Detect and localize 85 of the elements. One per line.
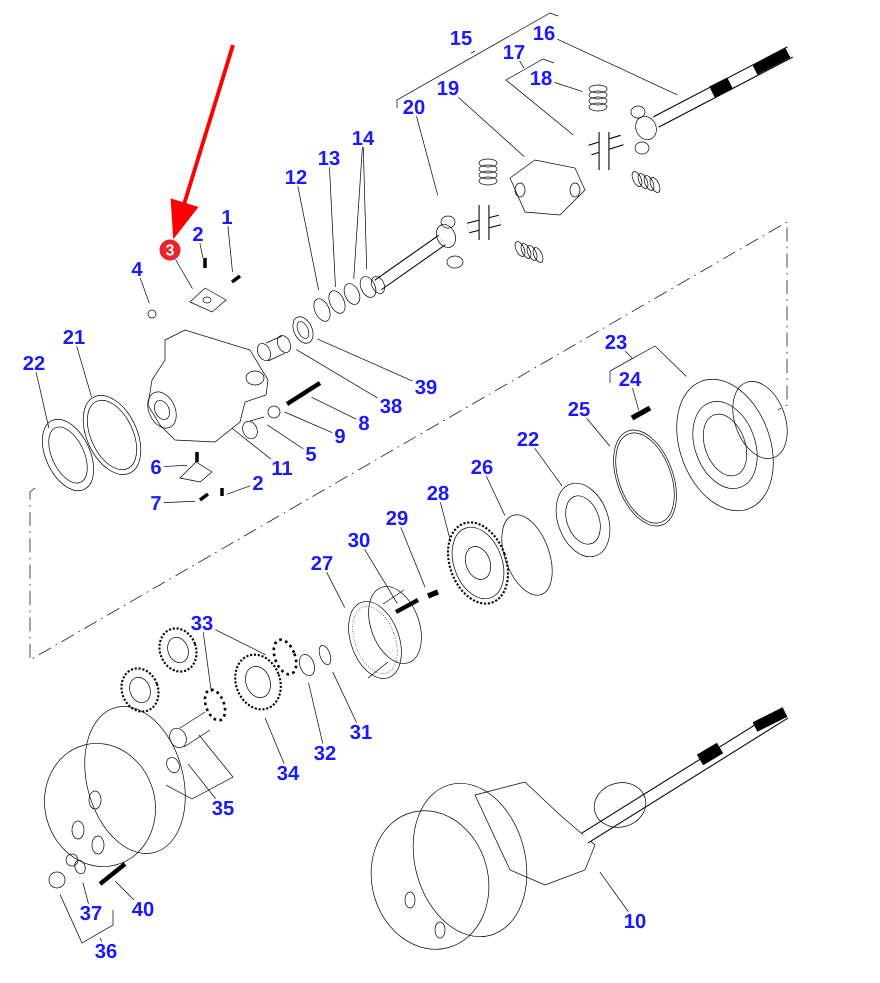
callout-number: 38	[380, 398, 402, 414]
leader-line	[486, 476, 506, 516]
callout-number: 28	[427, 486, 449, 500]
leader-line	[458, 96, 525, 157]
leader-line	[188, 764, 216, 800]
leader-line	[586, 418, 610, 446]
leader-line	[610, 346, 687, 384]
leader-line	[60, 894, 114, 944]
callout-number: 30	[348, 532, 370, 548]
leader-line	[317, 338, 414, 382]
callout-number: 24	[619, 372, 642, 386]
leader-line	[308, 682, 324, 744]
callout-badge: 3	[160, 240, 180, 260]
leader-line	[505, 58, 574, 136]
leader-line	[364, 548, 398, 604]
callout-number: 1	[222, 210, 232, 224]
leader-line	[400, 526, 426, 588]
leader-line	[163, 464, 188, 467]
callout-number: 22	[23, 356, 44, 370]
callout-number: 2	[193, 226, 203, 242]
callout-number: 14	[353, 131, 374, 145]
callout-number: 2	[253, 476, 263, 490]
leader-line	[416, 116, 438, 196]
callout-number: 5	[306, 446, 316, 462]
leader-line	[232, 428, 271, 460]
leader-line	[326, 572, 346, 608]
callout-number: 21	[63, 330, 85, 344]
leader-line	[200, 242, 204, 258]
leader-line	[632, 388, 640, 411]
callout-number: 9	[335, 428, 345, 444]
leader-line	[353, 146, 363, 280]
callout-number: 6	[151, 460, 161, 474]
leader-line	[115, 881, 134, 900]
callout-number: 13	[319, 150, 340, 166]
leader-line	[440, 502, 452, 543]
callout-number: 36	[95, 944, 116, 958]
callout-number: 10	[625, 914, 646, 928]
leader-line	[264, 717, 284, 764]
leader-line	[266, 424, 304, 450]
callout-number: 17	[504, 45, 524, 59]
leader-line	[534, 448, 562, 486]
leader-line	[202, 632, 212, 692]
callout-number: 32	[314, 746, 336, 760]
leader-line	[297, 186, 320, 291]
callout-number: 8	[359, 416, 369, 430]
callout-number: 23	[605, 334, 626, 350]
leader-line	[175, 259, 193, 290]
leader-line	[284, 412, 333, 433]
callout-number: 35	[212, 800, 234, 816]
callout-number: 27	[311, 556, 332, 570]
callout-number: 12	[286, 170, 306, 184]
leader-line	[554, 82, 583, 92]
leader-line	[311, 396, 357, 420]
leader-line	[296, 349, 378, 398]
callout-number: 20	[403, 100, 424, 114]
callout-number: 11	[272, 461, 292, 475]
callout-number: 19	[438, 80, 458, 96]
callout-number: 15	[451, 30, 472, 46]
callout-number: 22	[517, 432, 538, 446]
leader-line	[228, 226, 233, 272]
callout-number: 37	[80, 906, 102, 920]
leader-line	[215, 629, 266, 656]
leader-line	[557, 38, 678, 96]
callout-number: 31	[350, 724, 372, 740]
leader-line	[76, 346, 92, 398]
callout-number: 18	[531, 70, 552, 86]
leader-line	[226, 485, 251, 495]
callout-number: 39	[415, 380, 436, 394]
leader-line	[36, 372, 50, 428]
callout-number: 26	[471, 460, 492, 474]
callout-number: 33	[191, 616, 212, 630]
leader-line	[329, 166, 336, 288]
leader-line	[140, 278, 150, 304]
callout-number: 7	[151, 496, 161, 510]
callout-number: 40	[132, 902, 154, 916]
leader-line	[82, 882, 89, 904]
callout-number: 34	[277, 766, 300, 780]
leader-line	[600, 872, 629, 912]
leader-line	[332, 672, 357, 724]
leader-line	[362, 146, 368, 270]
callout-number: 25	[568, 402, 590, 416]
callout-number: 16	[534, 26, 554, 40]
callout-number: 29	[386, 510, 408, 526]
leader-line	[163, 500, 196, 503]
callout-number: 4	[132, 262, 143, 276]
